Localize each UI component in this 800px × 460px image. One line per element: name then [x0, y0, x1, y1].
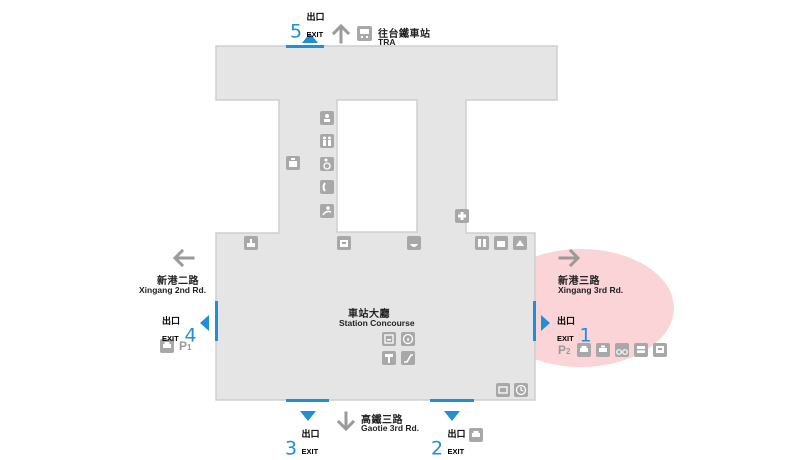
clock-icon	[514, 383, 528, 397]
exit-4-door[interactable]	[215, 301, 218, 341]
nursing-room-icon	[320, 204, 334, 218]
restroom-icon	[320, 134, 334, 148]
car-south-icon	[469, 428, 483, 442]
parking-p1-letter: P	[179, 339, 188, 353]
west-road-en: Xingang 2nd Rd.	[139, 285, 207, 295]
parking-p2-label: P2	[558, 343, 570, 357]
east-road-zh: 新港三路	[558, 276, 600, 287]
escalator-icon	[401, 351, 415, 365]
exit-5-arrow-icon	[302, 33, 318, 43]
exit-3-label[interactable]: 3 出口 EXIT	[285, 425, 320, 459]
exit-1-label-zh: 出口	[557, 316, 576, 326]
parking-p1-label: P1	[179, 339, 191, 353]
arrow-down-icon	[336, 411, 356, 432]
exit-1-label[interactable]: 出口 EXIT 1	[557, 312, 592, 346]
shuttle-icon	[653, 343, 667, 357]
exit-4-label-zh: 出口	[162, 316, 181, 326]
exit-4-label-en: EXIT	[162, 333, 179, 343]
exit-4-arrow-icon	[200, 315, 209, 331]
exit-5-label-en: EXIT	[306, 29, 324, 39]
information-icon	[407, 236, 421, 250]
exit-1-door[interactable]	[533, 301, 536, 341]
arrow-right-icon	[558, 248, 581, 268]
parking-payment-icon	[496, 383, 510, 397]
exit-5-door[interactable]	[286, 45, 324, 48]
parking-p2-number: 2	[566, 347, 571, 356]
east-road-en: Xingang 3rd Rd.	[558, 285, 624, 295]
exit-2-label-zh: 出口	[447, 429, 466, 439]
exit-2-label[interactable]: 2 出口 EXIT	[431, 425, 466, 459]
exit-2-door[interactable]	[430, 399, 474, 402]
south-road-zh: 高鐵三路	[361, 415, 403, 426]
exit-4-number: 4	[184, 324, 197, 347]
exit-2-number: 2	[431, 437, 444, 460]
car-west-icon	[160, 339, 174, 353]
lockers-icon	[475, 236, 489, 250]
taxi-icon	[596, 343, 610, 357]
info-kiosk-icon	[382, 351, 396, 365]
arrow-up-icon	[331, 23, 351, 44]
exit-4-label[interactable]: 出口 EXIT 4	[162, 312, 197, 346]
accessible-icon	[320, 157, 334, 171]
exit-1-arrow-icon	[541, 315, 550, 331]
concourse-name-zh: 車站大廳	[348, 309, 390, 320]
bus-icon	[634, 343, 648, 357]
meeting-point-icon	[513, 236, 527, 250]
exit-3-label-zh: 出口	[301, 429, 320, 439]
luggage-icon	[494, 236, 508, 250]
exit-5-label-zh: 出口	[306, 12, 325, 22]
exit-5-number: 5	[290, 20, 303, 43]
exit-5-label[interactable]: 5 出口 EXIT	[290, 8, 325, 42]
concourse-name-en: Station Concourse	[339, 318, 415, 328]
water-fountain-icon	[244, 236, 258, 250]
exit-1-label-en: EXIT	[557, 333, 574, 343]
exit-3-number: 3	[285, 437, 298, 460]
baby-care-icon	[320, 111, 334, 125]
exit-1-number: 1	[579, 324, 592, 347]
bicycle-icon	[615, 343, 629, 357]
tra-direction-zh: 往台鐵車站	[378, 29, 431, 40]
train-icon	[357, 26, 372, 41]
exit-3-door[interactable]	[286, 399, 329, 402]
first-aid-icon	[455, 209, 469, 223]
south-road-en: Gaotie 3rd Rd.	[361, 423, 420, 433]
phone-icon	[320, 180, 334, 194]
tra-direction-en: TRA	[378, 37, 396, 47]
lockers-west-icon	[286, 156, 300, 170]
exit-3-arrow-icon	[300, 411, 316, 421]
parking-p1-number: 1	[187, 343, 192, 352]
west-road-zh: 新港二路	[157, 276, 199, 287]
car-icon	[577, 343, 591, 357]
help-icon	[401, 332, 415, 346]
arrow-left-icon	[172, 248, 195, 268]
exit-2-arrow-icon	[444, 411, 460, 421]
central-void	[336, 99, 418, 233]
ticket-machine-icon	[337, 236, 351, 250]
parking-p2-letter: P	[558, 343, 567, 357]
ticket-office-icon	[382, 332, 396, 346]
exit-2-label-en: EXIT	[447, 446, 465, 456]
exit-3-label-en: EXIT	[301, 446, 319, 456]
